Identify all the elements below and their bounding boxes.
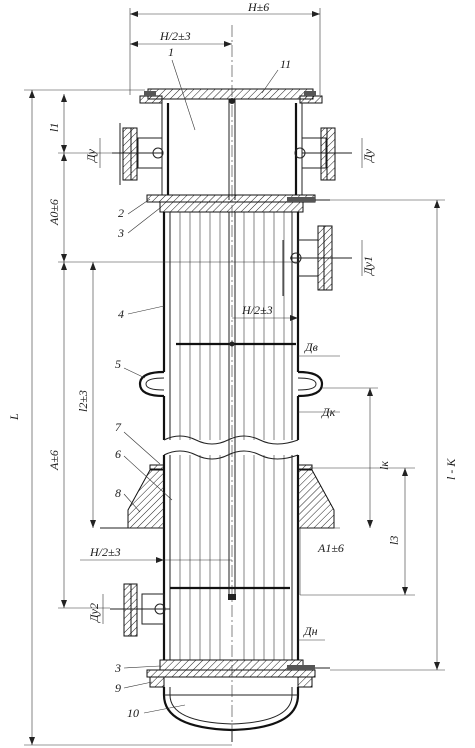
dim-l1-label: l1 xyxy=(47,123,61,132)
dim-a: A±6 xyxy=(47,262,110,609)
dim-half-bottom: H/2±3 xyxy=(80,545,232,563)
callout-7: 7 xyxy=(115,420,161,465)
callout-3-bottom: 3 xyxy=(114,661,161,675)
dim-a1-label: A1±6 xyxy=(317,541,344,555)
dim-half-bottom-label: H/2±3 xyxy=(89,545,121,559)
dim-lk-label: lк xyxy=(377,461,391,470)
dim-a1: A1±6 xyxy=(298,527,344,595)
dim-half-mid-label: H/2±3 xyxy=(241,303,273,317)
callout-3-top: 3 xyxy=(117,207,161,240)
dim-a-label: A±6 xyxy=(47,450,61,471)
dim-l3-label: l3 xyxy=(387,536,401,545)
shell-upper xyxy=(162,212,300,440)
dim-l3: l3 xyxy=(300,467,415,596)
dim-top-width: H±6 xyxy=(129,0,321,95)
dim-lk: lк xyxy=(322,387,391,528)
dim-l1: l1 xyxy=(47,94,112,154)
callout-5-label: 5 xyxy=(115,357,121,371)
break-line xyxy=(163,435,299,445)
callout-9-label: 9 xyxy=(115,681,121,695)
diameter-dv-label: Дв xyxy=(304,340,318,354)
callout-6-label: 6 xyxy=(115,447,121,461)
callout-4: 4 xyxy=(118,305,165,321)
callout-5: 5 xyxy=(115,357,146,379)
callout-10: 10 xyxy=(127,704,186,720)
callout-8: 8 xyxy=(115,486,141,513)
diameter-du-right-label: Ду xyxy=(361,148,375,163)
dim-overall-length: L xyxy=(7,89,232,746)
callout-2: 2 xyxy=(118,198,151,220)
tube-bundle xyxy=(179,212,285,660)
callout-2-label: 2 xyxy=(118,206,124,220)
shell-lower xyxy=(162,455,300,660)
callout-8-label: 8 xyxy=(115,486,121,500)
dim-a0: A0±6 xyxy=(47,153,300,263)
diameter-dv: Дв xyxy=(298,340,340,357)
dim-half-top: H/2±3 xyxy=(130,29,232,47)
top-cover xyxy=(139,88,323,200)
callout-6: 6 xyxy=(115,447,173,501)
nozzle-top-right xyxy=(294,127,352,181)
support-bracket xyxy=(100,464,335,529)
diameter-du1: Ду1 xyxy=(361,240,375,276)
lower-tube-sheet xyxy=(146,659,330,678)
dim-half-top-label: H/2±3 xyxy=(159,29,191,43)
callout-7-label: 7 xyxy=(115,420,122,434)
callout-1: 1 xyxy=(168,45,196,131)
callout-11-label: 11 xyxy=(280,57,291,71)
diameter-du1-label: Ду1 xyxy=(361,256,375,276)
diameter-du2-label: Ду2 xyxy=(87,603,101,623)
callout-3-top-label: 3 xyxy=(117,226,124,240)
dim-overall-length-label: L xyxy=(7,413,21,421)
dim-l-minus-k: l - K xyxy=(330,199,458,671)
diameter-du-left-label: Ду xyxy=(84,148,98,163)
callout-4-label: 4 xyxy=(118,307,124,321)
callout-10-label: 10 xyxy=(127,706,139,720)
diameter-dn: Дн xyxy=(298,624,325,641)
callout-11: 11 xyxy=(261,57,291,94)
diameter-du-left: Ду xyxy=(84,138,101,168)
nozzle-top-left xyxy=(112,123,164,185)
nozzle-left-lower xyxy=(110,583,170,637)
dim-top-width-label: H±6 xyxy=(247,0,269,14)
diameter-dk-label: Дк xyxy=(321,405,336,419)
dim-half-mid: H/2±3 xyxy=(232,303,298,321)
bottom-head xyxy=(149,676,313,742)
diameter-du-right: Ду xyxy=(361,138,375,168)
expansion-joint xyxy=(138,370,324,440)
callout-3-bottom-label: 3 xyxy=(114,661,121,675)
dim-l2: l2±3 xyxy=(76,262,96,528)
upper-tube-sheet xyxy=(146,194,330,213)
diameter-dk: Дк xyxy=(298,405,340,419)
diameter-du2: Ду2 xyxy=(87,594,104,624)
callout-1-label: 1 xyxy=(168,45,174,59)
dim-l-minus-k-label: l - K xyxy=(444,458,458,480)
callout-9: 9 xyxy=(115,681,153,695)
nozzle-right-upper xyxy=(282,225,352,296)
dim-l2-label: l2±3 xyxy=(76,390,90,412)
diameter-dn-label: Дн xyxy=(303,624,318,638)
dim-a0-label: A0±6 xyxy=(47,199,61,226)
